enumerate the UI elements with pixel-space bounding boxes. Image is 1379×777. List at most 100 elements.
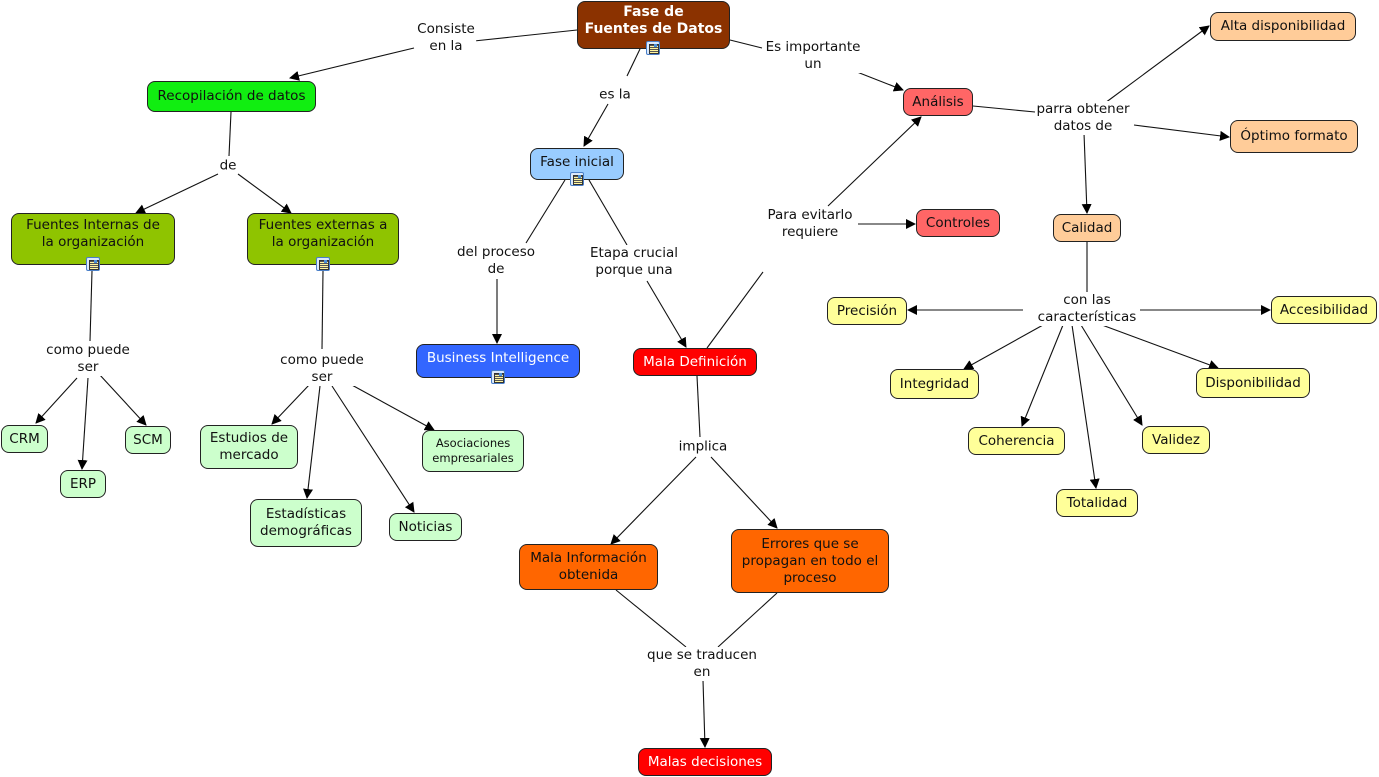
concept-label: Recopilación de datos — [157, 88, 306, 104]
concept-mala-definicion[interactable]: Mala Definición — [633, 348, 757, 376]
link-implica[interactable]: implica — [677, 438, 729, 456]
line-connector — [626, 48, 641, 77]
link-de[interactable]: de — [218, 157, 238, 175]
arrow-connector — [331, 385, 415, 513]
arrow-connector — [1101, 324, 1219, 370]
concept-errores[interactable]: Errores que se propagan en todo el proce… — [731, 529, 889, 593]
link-parra-obtener[interactable]: parra obtener datos de — [1035, 101, 1131, 135]
concept-alta-disponibilidad[interactable]: Alta disponibilidad — [1210, 12, 1356, 41]
concept-erp[interactable]: ERP — [60, 470, 106, 498]
arrow-connector — [1080, 324, 1143, 426]
concept-label: Precisión — [836, 302, 898, 319]
concept-label: Noticias — [398, 518, 453, 535]
arrow-connector — [1071, 324, 1100, 489]
concept-integridad[interactable]: Integridad — [890, 369, 979, 399]
concept-noticias[interactable]: Noticias — [389, 513, 462, 541]
concept-label: Accesibilidad — [1279, 301, 1369, 318]
concept-validez[interactable]: Validez — [1142, 426, 1210, 454]
concept-label: Validez — [1152, 431, 1200, 448]
concept-estadisticas-demograficas[interactable]: Estadísticas demográficas — [250, 499, 362, 547]
concept-analisis[interactable]: Análisis — [903, 88, 973, 116]
arrow-connector — [856, 71, 904, 92]
concept-label: Calidad — [1061, 219, 1113, 236]
concept-label: ERP — [69, 475, 97, 492]
concept-label: Controles — [925, 214, 991, 231]
line-connector — [473, 29, 578, 42]
link-con-las-caracteristicas[interactable]: con las características — [1036, 292, 1138, 326]
line-connector — [729, 39, 763, 49]
link-es-importante-un[interactable]: Es importante un — [764, 39, 862, 73]
line-connector — [89, 270, 93, 342]
link-etapa-crucial[interactable]: Etapa crucial porque una — [589, 245, 679, 279]
arrow-connector — [1081, 132, 1092, 214]
concept-precision[interactable]: Precisión — [827, 297, 907, 325]
resource-icon[interactable] — [570, 172, 584, 186]
line-connector — [972, 105, 1036, 113]
line-connector — [525, 179, 566, 244]
concept-label: Estadísticas demográficas — [260, 506, 352, 539]
resource-icon[interactable] — [646, 41, 660, 55]
arrow-connector — [1020, 324, 1064, 427]
link-es-la[interactable]: es la — [598, 86, 632, 104]
concept-optimo-formato[interactable]: Óptimo formato — [1230, 120, 1358, 153]
line-connector — [717, 592, 778, 648]
link-para-evitarlo[interactable]: Para evitarlo requiere — [766, 207, 854, 241]
concept-label: Business Intelligence — [426, 349, 570, 366]
concept-label: Mala Información obtenida — [530, 550, 647, 583]
concept-fuentes-externas[interactable]: Fuentes externas a la organización — [247, 213, 399, 265]
concept-label: Óptimo formato — [1240, 128, 1348, 144]
resource-icon[interactable] — [86, 257, 100, 271]
arrow-connector — [710, 456, 778, 529]
arrow-connector — [349, 383, 435, 431]
arrow-connector — [646, 280, 687, 348]
concept-label: Estudios de mercado — [209, 430, 289, 463]
concept-business-intelligence[interactable]: Business Intelligence — [416, 344, 580, 378]
link-como-puede-ser-internas[interactable]: como puede ser — [45, 342, 131, 376]
concept-malas-decisiones[interactable]: Malas decisiones — [638, 748, 772, 776]
resource-icon[interactable] — [316, 257, 330, 271]
concept-label: Malas decisiones — [647, 753, 763, 770]
arrow-connector — [135, 173, 219, 214]
arrow-connector — [699, 679, 710, 748]
line-connector — [228, 111, 232, 157]
line-connector — [696, 375, 701, 438]
concept-fuentes-internas[interactable]: Fuentes Internas de la organización — [11, 213, 175, 265]
concept-label: Errores que se propagan en todo el proce… — [741, 535, 879, 586]
arrow-connector — [77, 377, 89, 470]
concept-disponibilidad[interactable]: Disponibilidad — [1196, 368, 1310, 398]
concept-mala-informacion[interactable]: Mala Información obtenida — [519, 544, 658, 590]
link-que-se-traducen-en[interactable]: que se traducen en — [646, 647, 758, 681]
link-del-proceso-de[interactable]: del proceso de — [455, 244, 537, 278]
arrow-connector — [610, 456, 697, 545]
line-connector — [615, 589, 687, 648]
arrow-connector — [237, 173, 292, 214]
concept-label: Mala Definición — [643, 353, 747, 370]
concept-coherencia[interactable]: Coherencia — [968, 427, 1065, 455]
concept-label: Totalidad — [1066, 494, 1128, 511]
concept-label: Alta disponibilidad — [1220, 18, 1346, 34]
concept-crm[interactable]: CRM — [1, 425, 48, 453]
concept-estudios-de-mercado[interactable]: Estudios de mercado — [200, 425, 298, 469]
line-connector — [706, 271, 764, 349]
concept-label: Fuentes externas a la organización — [258, 217, 388, 250]
concept-recopilacion-de-datos[interactable]: Recopilación de datos — [147, 81, 316, 112]
concept-label: Fuentes Internas de la organización — [26, 217, 160, 250]
arrow-connector — [827, 116, 922, 207]
line-connector — [321, 270, 324, 350]
link-consiste-en-la[interactable]: Consiste en la — [416, 21, 476, 55]
concept-label: Fase inicial — [540, 153, 614, 170]
concept-label: Fase de Fuentes de Datos — [584, 4, 723, 37]
arrow-connector — [35, 377, 78, 424]
arrow-connector — [583, 103, 609, 147]
resource-icon[interactable] — [491, 370, 505, 384]
concept-scm[interactable]: SCM — [125, 426, 171, 454]
concept-label: Coherencia — [978, 432, 1055, 449]
concept-controles[interactable]: Controles — [916, 209, 1000, 237]
concept-calidad[interactable]: Calidad — [1053, 214, 1121, 242]
concept-asociaciones-empresariales[interactable]: Asociaciones empresariales — [422, 430, 524, 472]
arrow-connector — [98, 373, 147, 426]
link-como-puede-ser-externas[interactable]: como puede ser — [279, 352, 365, 386]
arrow-connector — [271, 383, 311, 425]
concept-accesibilidad[interactable]: Accesibilidad — [1271, 296, 1377, 324]
concept-totalidad[interactable]: Totalidad — [1056, 489, 1138, 517]
